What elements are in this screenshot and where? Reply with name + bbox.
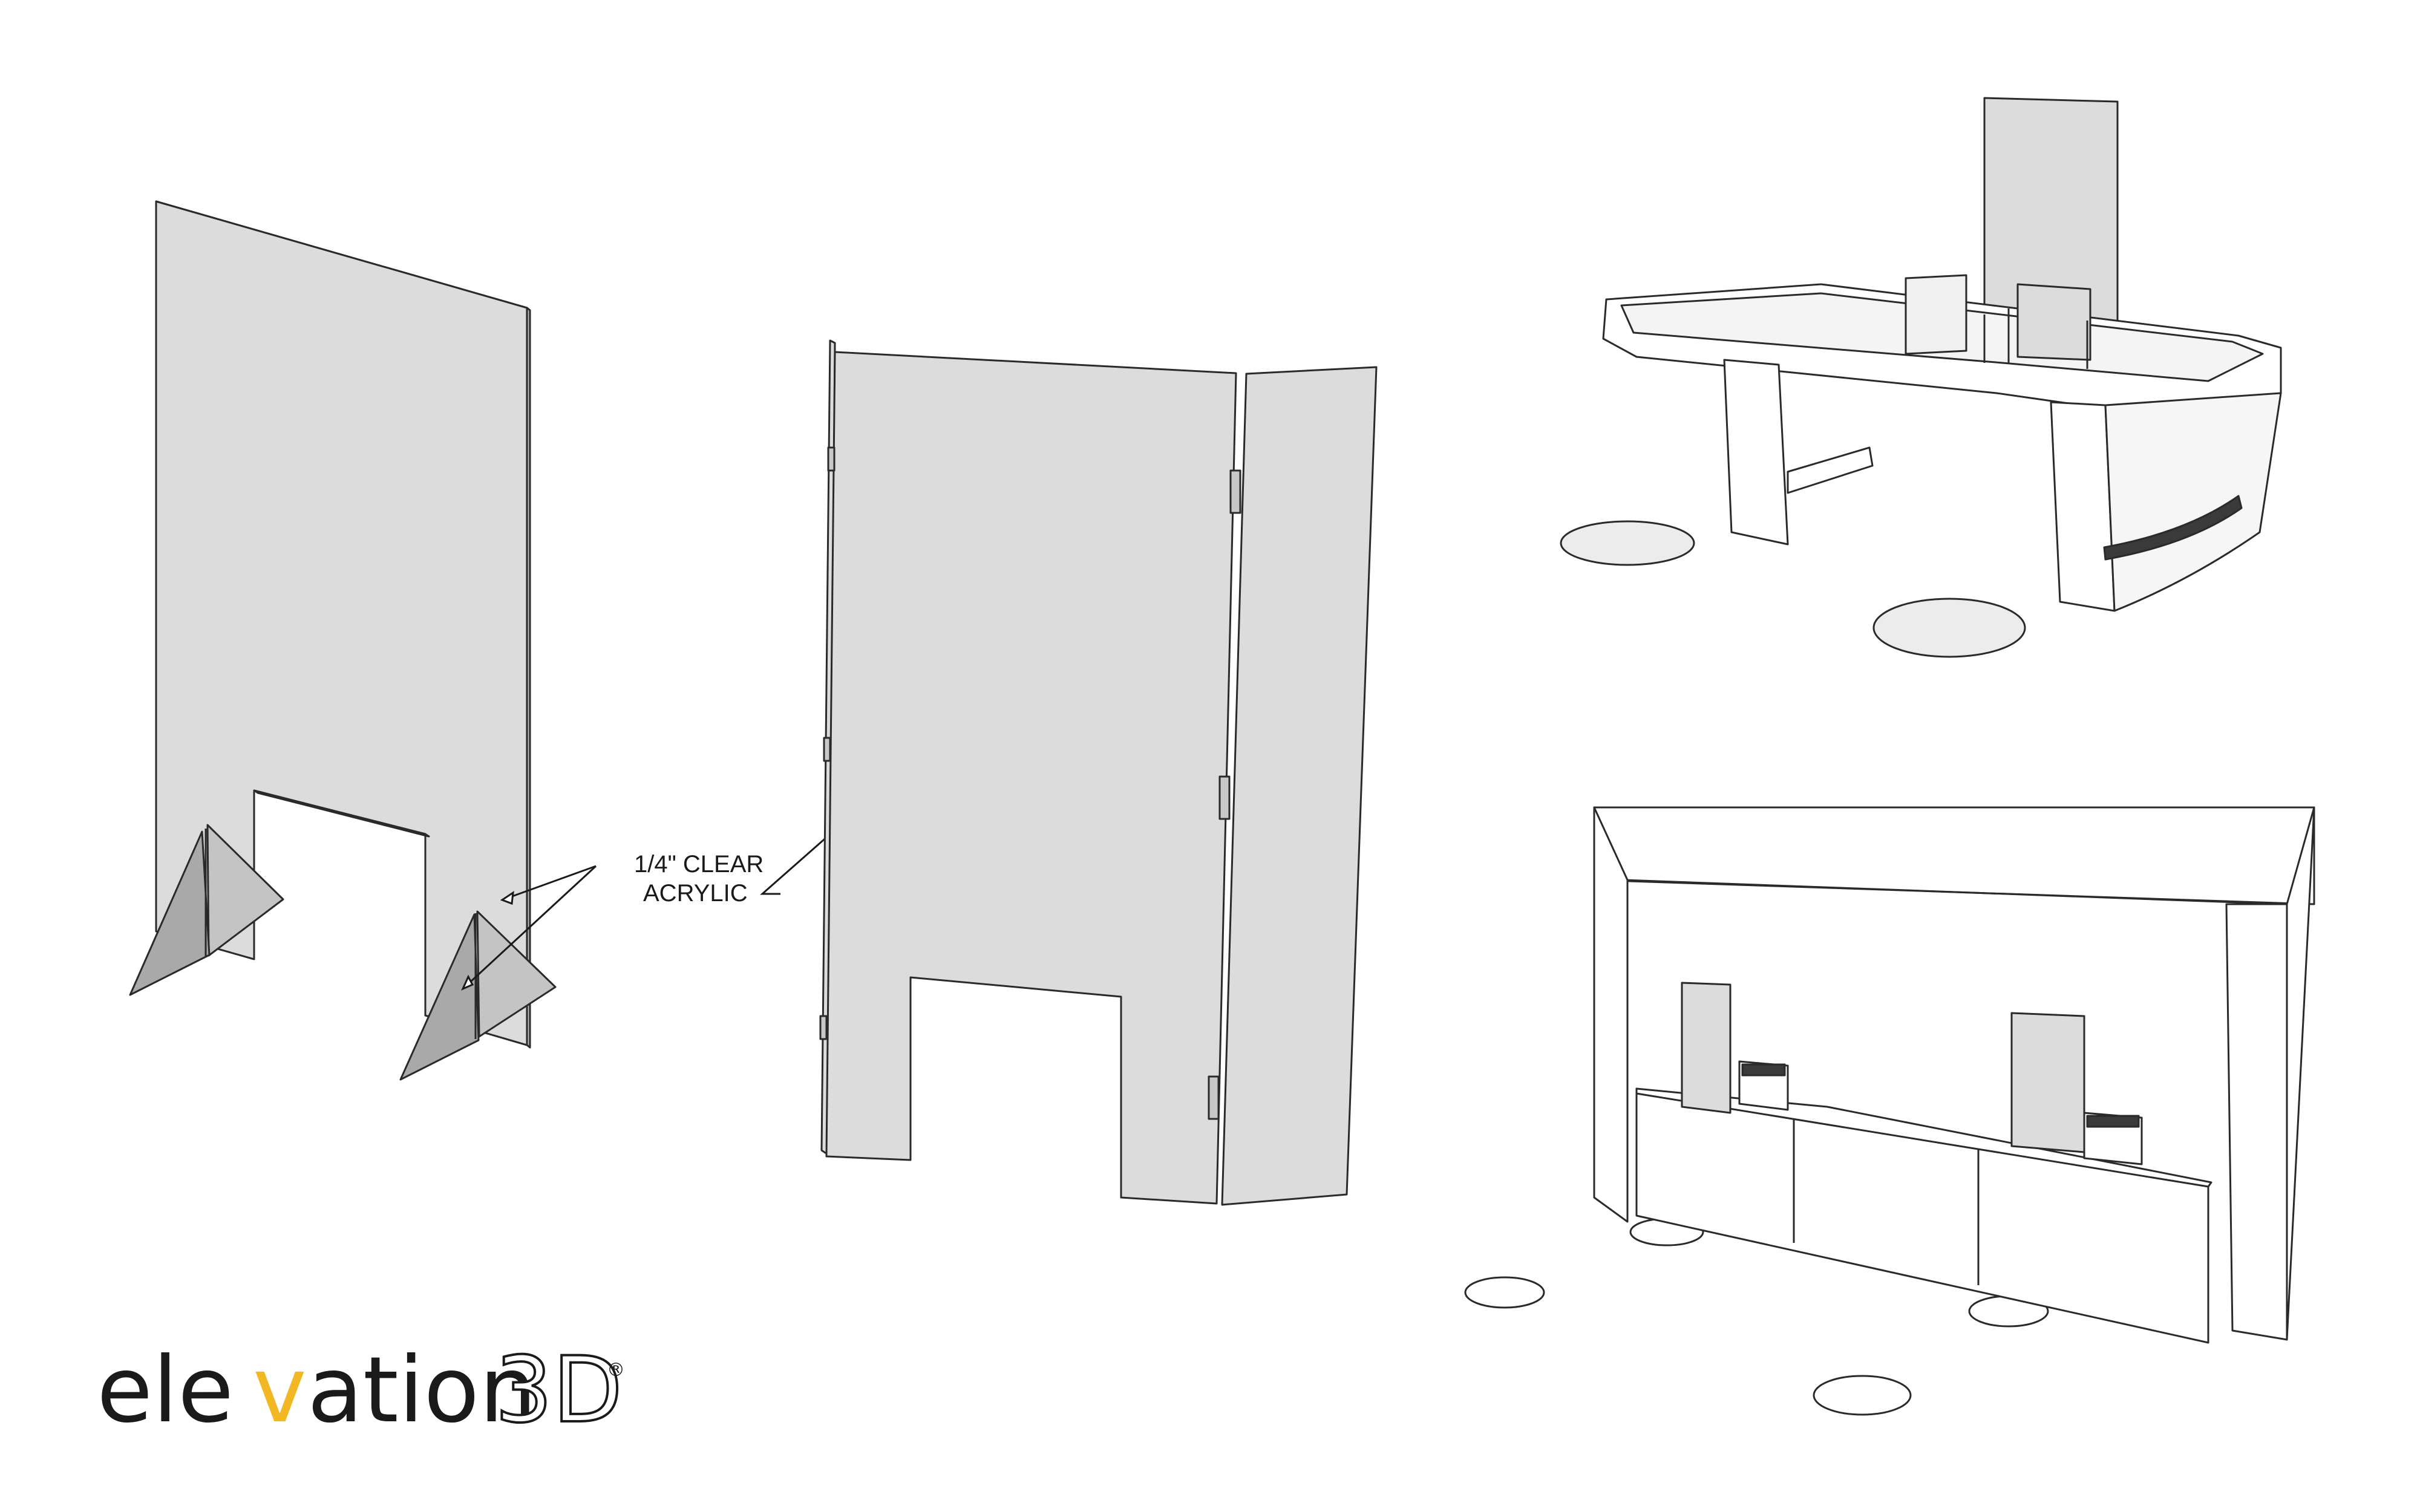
counter-scanner-box bbox=[1905, 274, 1967, 355]
floor-marker-1 bbox=[1560, 520, 1695, 566]
teller-terminal-screen-left bbox=[1741, 1063, 1786, 1077]
teller-shield-right bbox=[2010, 1012, 2085, 1153]
teller-header-lower-edge bbox=[1624, 879, 2288, 905]
logo-registered-mark: ® bbox=[607, 1360, 625, 1381]
hinge-left-bottom bbox=[819, 1015, 828, 1040]
trifold-shield-drawing bbox=[819, 339, 1378, 1206]
hinge-right-bottom bbox=[1208, 1075, 1220, 1120]
annotation-line-2: ACRYLIC bbox=[643, 880, 748, 907]
teller-shield-left bbox=[1681, 982, 1732, 1114]
teller-header-beam bbox=[1593, 806, 2315, 905]
floor-marker-4 bbox=[1464, 1276, 1545, 1309]
leader-to-shield-panel bbox=[502, 865, 597, 901]
teller-terminal-screen-right bbox=[2086, 1115, 2140, 1128]
freestanding-shield-drawing bbox=[129, 200, 557, 1081]
elevation3d-logo: ele v ation 3D ® bbox=[97, 1337, 625, 1444]
teller-counter-top bbox=[1635, 1087, 2212, 1188]
shield-cutout-edge bbox=[253, 789, 430, 838]
left-foot-rear-fin bbox=[206, 824, 284, 957]
logo-prefix: ele bbox=[97, 1338, 234, 1443]
floor-marker-6 bbox=[1813, 1375, 1912, 1416]
logo-stylized-letter: v bbox=[253, 1338, 307, 1443]
hinge-left-top bbox=[827, 446, 836, 472]
logo-suffix: ation bbox=[307, 1338, 537, 1443]
counter-curved-side bbox=[2104, 392, 2282, 612]
checkout-counter-drawing bbox=[1560, 97, 2282, 658]
annotation-line-1: 1/4" CLEAR bbox=[634, 851, 764, 878]
arrowhead-panel bbox=[500, 890, 514, 905]
teller-counter-drawing bbox=[1464, 806, 2315, 1416]
hinge-right-top bbox=[1229, 469, 1241, 514]
hinge-left-middle bbox=[823, 737, 831, 762]
teller-right-column-side bbox=[2286, 806, 2315, 1341]
hinge-right-middle bbox=[1218, 775, 1231, 820]
teller-left-column bbox=[1593, 806, 1629, 1223]
counter-front-leg bbox=[1723, 359, 1789, 546]
svg-text:ele: ele bbox=[97, 1338, 234, 1443]
counter-small-shield bbox=[2016, 283, 2091, 361]
counter-bumper bbox=[2103, 495, 2243, 561]
teller-right-column bbox=[2225, 903, 2288, 1341]
counter-rear-leg bbox=[2050, 401, 2116, 612]
trifold-right-panel bbox=[1221, 366, 1378, 1206]
leader-to-right-foot bbox=[462, 865, 597, 990]
counter-cross-brace bbox=[1787, 446, 1874, 494]
floor-marker-2 bbox=[1872, 598, 2026, 658]
trifold-center-panel bbox=[825, 351, 1237, 1205]
logo-3d-mark: 3D bbox=[495, 1338, 623, 1443]
svg-text:ation: ation bbox=[307, 1338, 537, 1443]
arrowhead-foot bbox=[461, 974, 474, 991]
